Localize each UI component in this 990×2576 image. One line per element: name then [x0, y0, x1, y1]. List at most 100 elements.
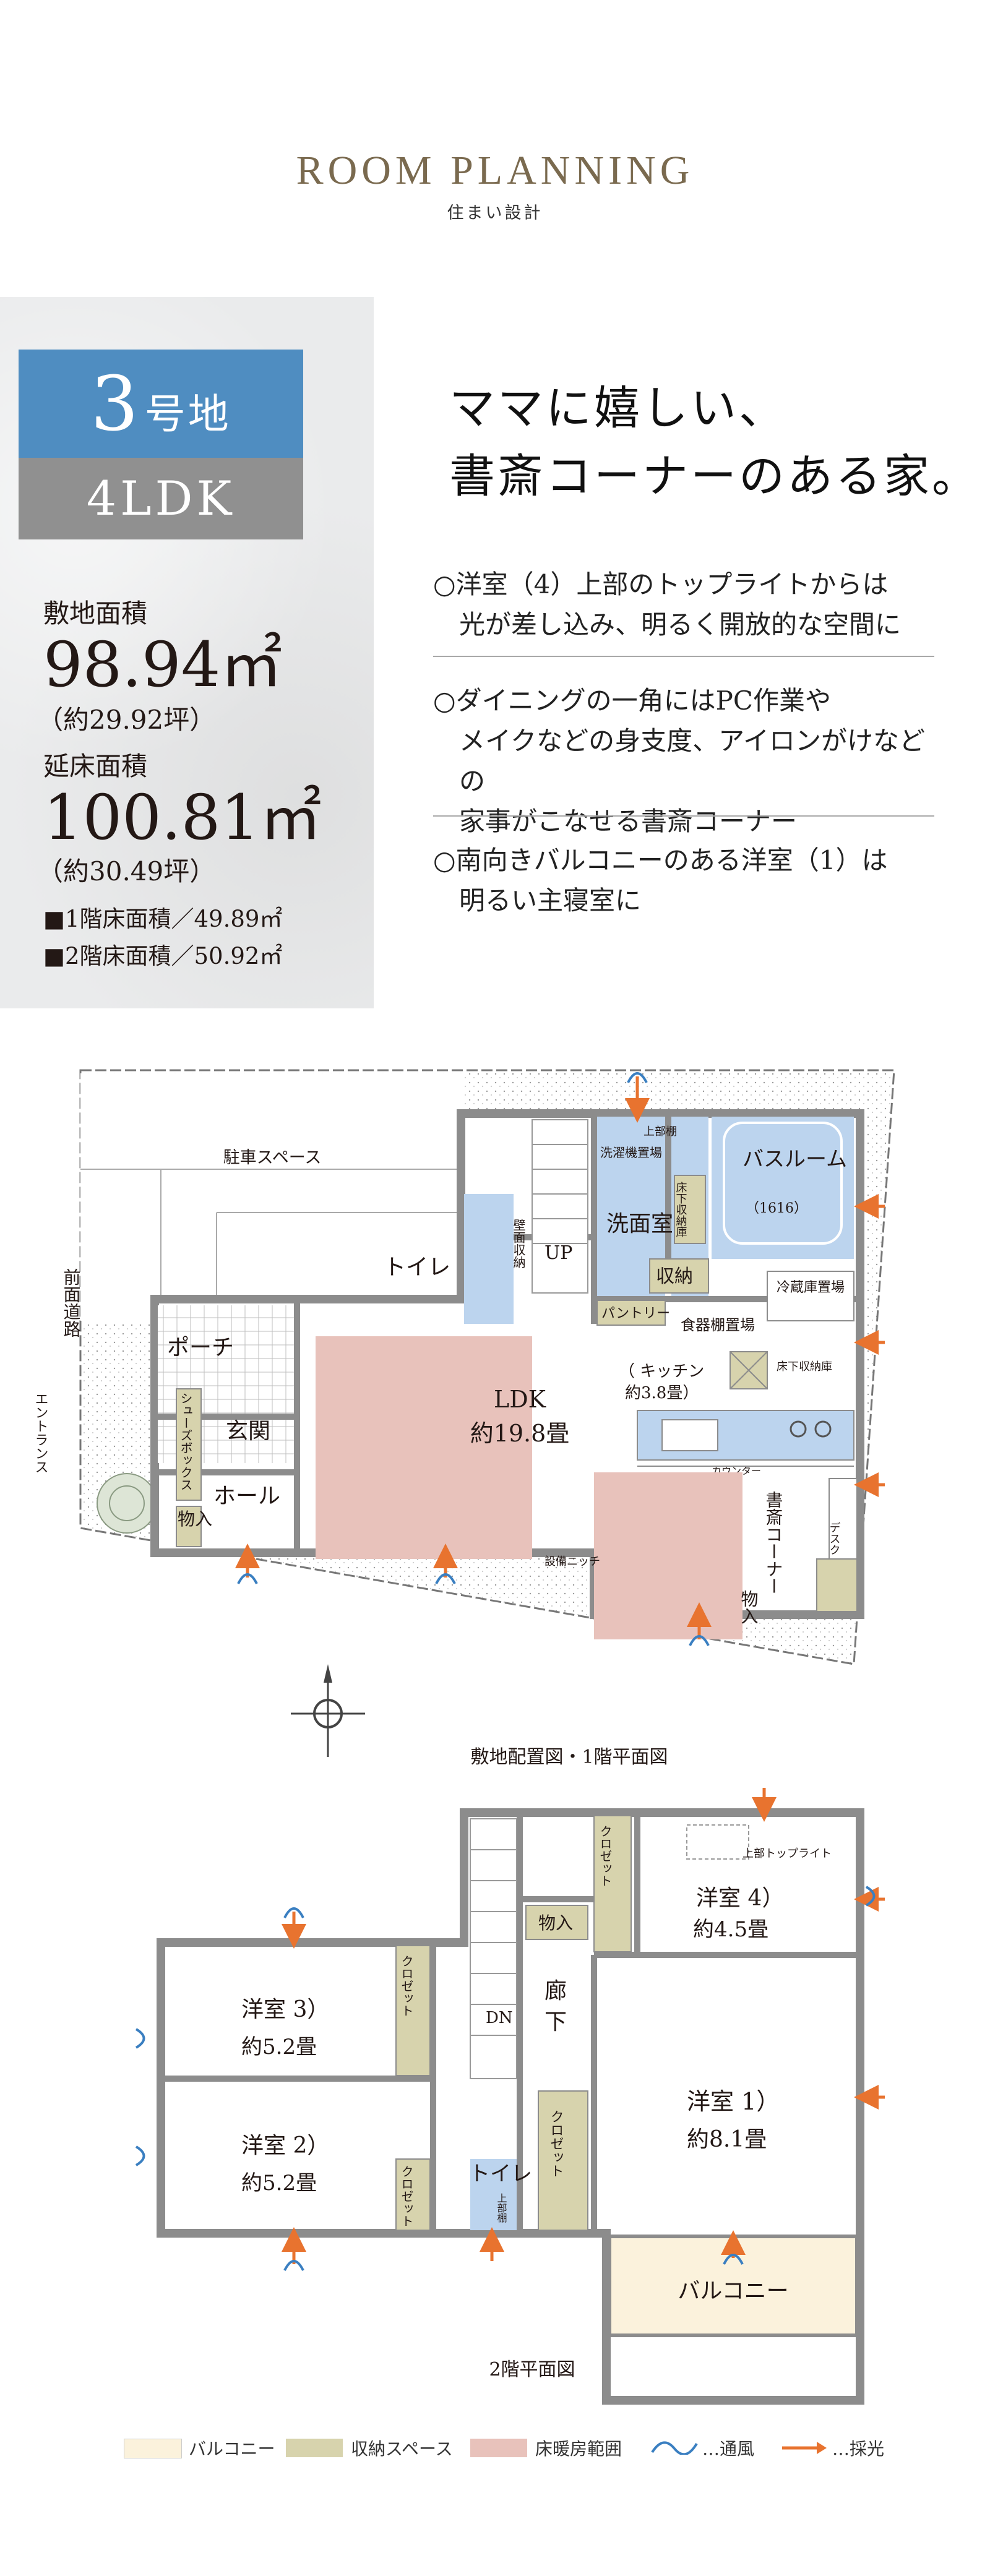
storage-label: 収納 — [656, 1266, 693, 1287]
genkan-label: 玄関 — [226, 1419, 270, 1444]
legend-heating-swatch — [470, 2439, 527, 2457]
bath-area — [712, 1117, 854, 1259]
feature-3-line-2: 明るい主寝室に — [459, 885, 642, 916]
plot-badge: 3 号地 — [19, 350, 303, 458]
upper-shelf-label: 上部棚 — [644, 1125, 677, 1138]
room4-label: 洋室 4） — [696, 1886, 784, 1911]
washroom-label: 洗面室 — [606, 1211, 673, 1237]
floor-storage-label: 床下収納庫 — [674, 1182, 687, 1237]
desk-label: デスク — [828, 1522, 841, 1555]
legend-storage-label: 収納スペース — [351, 2439, 453, 2459]
parking-area — [80, 1073, 464, 1321]
study-label: 書斎コーナー — [764, 1491, 784, 1595]
catch-line-1: ママに嬉しい、 — [449, 382, 787, 435]
compass-icon — [291, 1664, 365, 1757]
tree-icon — [97, 1473, 157, 1534]
upper-shelf-label: 上部棚 — [496, 2193, 507, 2223]
storage-in2-label: 物入 — [739, 1590, 759, 1625]
fridge-label: 冷蔵庫置場 — [777, 1280, 845, 1295]
balcony-label: バルコニー — [678, 2278, 788, 2304]
feature-1-line-1: ○洋室（4）上部のトップライトからは — [433, 569, 889, 599]
legend-balcony-label: バルコニー — [189, 2439, 275, 2459]
closet-room2-label: クロゼット — [399, 2165, 414, 2227]
feature-2-line-2: メイクなどの身支度、アイロンがけなどの — [459, 726, 926, 796]
floor2-area: ■2階床面積／50.92㎡ — [43, 943, 283, 969]
site-area-label: 敷地面積 — [43, 598, 148, 629]
legend-heating-label: 床暖房範囲 — [535, 2439, 622, 2459]
legend-balcony-swatch — [124, 2439, 182, 2458]
kitchen-label: （ キッチン — [619, 1362, 704, 1381]
plan2-caption: 2階平面図 — [489, 2359, 575, 2381]
feature-3-line-1: ○南向きバルコニーのある洋室（1）は — [433, 845, 888, 875]
feature-2: ○ダイニングの一角にはPC作業や メイクなどの身支度、アイロンがけなどの 家事が… — [433, 680, 934, 841]
storage-in-label: 物入 — [178, 1509, 212, 1529]
room1-label: 洋室 1） — [687, 2088, 780, 2115]
heating-zone — [316, 1336, 532, 1559]
plot-suffix: 号地 — [144, 390, 231, 438]
catch-line-2: 書斎コーナーのある家。 — [449, 450, 980, 503]
ldk-size-label: 約19.8畳 — [470, 1420, 570, 1447]
floor-area-label: 延床面積 — [43, 751, 148, 781]
pantry-label: パントリー — [601, 1306, 670, 1321]
daylight-arrow-icon — [782, 2442, 827, 2454]
toilet-area — [464, 1194, 514, 1324]
washer-label: 洗濯機置場 — [600, 1145, 662, 1160]
porch-label: ポーチ — [167, 1335, 234, 1360]
room3-label: 洋室 3） — [241, 1997, 329, 2022]
floor-area-tsubo: （約30.49坪） — [37, 856, 216, 887]
skylight-label: 上部トップライト — [742, 1847, 832, 1860]
floor-area-value: 100.81㎡ — [43, 781, 322, 854]
bath-size-label: （1616） — [746, 1201, 807, 1216]
corridor-label-2: 下 — [544, 2009, 567, 2035]
plot-number: 3 — [90, 359, 139, 448]
floor-plans: 駐車スペース 前面道路 エントランス ポーチ シューズボックス 玄関 物入 ホー… — [33, 1069, 895, 2405]
road-label: 前面道路 — [61, 1268, 82, 1337]
kitchen-size-label: 約3.8畳） — [625, 1384, 699, 1402]
toilet-label: トイレ — [384, 1255, 450, 1280]
feature-1: ○洋室（4）上部のトップライトからは 光が差し込み、明るく開放的な空間に — [433, 564, 934, 645]
site-area-tsubo: （約29.92坪） — [37, 705, 216, 735]
dn-label: DN — [486, 2009, 513, 2027]
hall-label: ホール — [213, 1483, 280, 1509]
room2-label: 洋室 2） — [241, 2133, 329, 2158]
entrance-label: エントランス — [33, 1392, 48, 1474]
page-subtitle: 住まい設計 — [447, 204, 543, 223]
closet-room4-label: クロゼット — [598, 1825, 613, 1887]
ground-floor: ポーチ シューズボックス 玄関 物入 ホール トイレ 壁面収納 UP — [150, 1072, 885, 1768]
feature-divider — [433, 656, 934, 657]
feature-2-line-3: 家事がこなせる書斎コーナー — [459, 806, 798, 836]
upper-toilet-label: トイレ — [469, 2162, 532, 2186]
closet-room3-label: クロゼット — [399, 1955, 414, 2017]
plan1-caption: 敷地配置図・1階平面図 — [470, 1746, 668, 1768]
shoe-box — [176, 1388, 202, 1501]
wind-icon — [651, 2441, 698, 2455]
closet-room1-label: クロゼット — [548, 2110, 564, 2178]
room1-size-label: 約8.1畳 — [687, 2127, 767, 2152]
feature-divider — [433, 815, 934, 817]
room3-size-label: 約5.2畳 — [241, 2035, 317, 2059]
parking-label: 駐車スペース — [223, 1148, 322, 1167]
site-area-value: 98.94㎡ — [43, 629, 283, 701]
room2-size-label: 約5.2畳 — [241, 2171, 317, 2196]
shoe-box-label: シューズボックス — [178, 1392, 193, 1491]
feature-2-line-1: ○ダイニングの一角にはPC作業や — [433, 685, 832, 716]
dish-shelf-label: 食器棚置場 — [681, 1316, 755, 1334]
floor1-area: ■1階床面積／49.89㎡ — [43, 906, 283, 932]
wall-storage-label: 壁面収納 — [511, 1219, 526, 1268]
legend-ventilation-label: …通風 — [702, 2439, 755, 2459]
upper-toilet-area — [470, 2159, 517, 2230]
layout-badge: 4LDK — [19, 458, 303, 539]
storage-in — [176, 1506, 202, 1547]
feature-3: ○南向きバルコニーのある洋室（1）は 明るい主寝室に — [433, 840, 934, 921]
underfloor-label: 床下収納庫 — [777, 1360, 832, 1373]
legend-daylight-label: …採光 — [832, 2439, 885, 2459]
niche-label: 設備ニッチ — [544, 1555, 600, 1568]
up-label: UP — [544, 1242, 572, 1264]
room4-size-label: 約4.5畳 — [693, 1917, 768, 1942]
legend-storage-swatch — [286, 2439, 343, 2457]
legend: バルコニー 収納スペース 床暖房範囲 …通風 …採光 — [0, 2425, 990, 2462]
page-title: ROOM PLANNING — [296, 148, 694, 193]
bath-label: バスルーム — [742, 1147, 847, 1172]
ldk-label: LDK — [494, 1386, 546, 1413]
upper-storage-in-label: 物入 — [538, 1913, 573, 1933]
